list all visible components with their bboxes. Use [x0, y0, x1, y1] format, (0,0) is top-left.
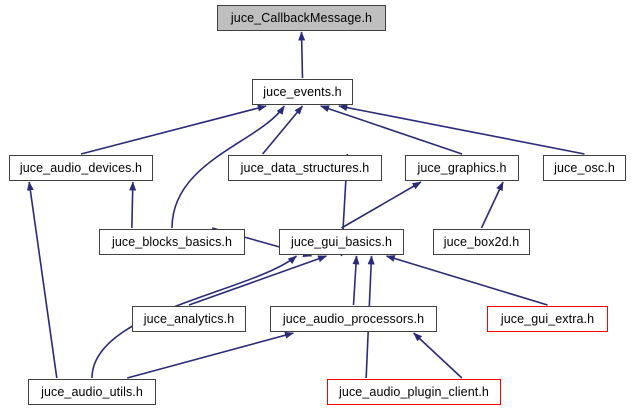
node-graphics[interactable]: juce_graphics.h	[405, 155, 519, 181]
edge-audio_utils-to-audio_devices	[26, 181, 58, 379]
node-plugin_client[interactable]: juce_audio_plugin_client.h	[327, 379, 501, 405]
node-label: juce_CallbackMessage.h	[230, 10, 373, 25]
edge-gui_basics-to-graphics	[341, 181, 422, 229]
node-audio_devices[interactable]: juce_audio_devices.h	[9, 155, 153, 181]
node-audio_utils[interactable]: juce_audio_utils.h	[28, 379, 156, 405]
edge-analytics-to-gui_basics	[188, 255, 328, 306]
node-gui_basics[interactable]: juce_gui_basics.h	[279, 229, 404, 255]
edge-audio_processors-to-gui_basics	[352, 255, 360, 306]
edge-data_structures-to-events	[262, 105, 304, 155]
node-label: juce_box2d.h	[443, 234, 520, 249]
node-label: juce_audio_plugin_client.h	[339, 384, 489, 399]
edge-osc-to-events	[338, 104, 585, 155]
edge-blocks_basics-to-events	[171, 105, 285, 229]
edge-blocks_basics-to-audio_devices	[129, 181, 137, 229]
edge-gui_extra-to-gui_basics	[385, 255, 548, 306]
edge-box2d-to-graphics	[480, 181, 504, 229]
node-events[interactable]: juce_events.h	[252, 79, 353, 105]
node-label: juce_gui_extra.h	[500, 311, 595, 326]
node-label: juce_analytics.h	[143, 311, 235, 326]
node-label: juce_data_structures.h	[240, 160, 370, 175]
node-gui_extra[interactable]: juce_gui_extra.h	[487, 306, 608, 332]
edge-audio_utils-to-audio_processors	[126, 331, 294, 379]
edge-audio_devices-to-events	[80, 104, 267, 155]
edge-events-to-callbackmessage	[298, 31, 306, 79]
node-label: juce_blocks_basics.h	[111, 234, 233, 249]
node-label: juce_audio_utils.h	[41, 384, 143, 399]
node-label: juce_osc.h	[554, 160, 615, 175]
node-label: juce_audio_devices.h	[19, 160, 143, 175]
node-label: juce_events.h	[263, 84, 342, 99]
node-data_structures[interactable]: juce_data_structures.h	[228, 155, 382, 181]
node-osc[interactable]: juce_osc.h	[543, 155, 626, 181]
node-label: juce_audio_processors.h	[282, 311, 425, 326]
edge-graphics-to-events	[320, 105, 463, 155]
node-box2d[interactable]: juce_box2d.h	[433, 229, 530, 255]
node-callbackmessage[interactable]: juce_CallbackMessage.h	[217, 5, 386, 31]
node-analytics[interactable]: juce_analytics.h	[132, 306, 246, 332]
node-label: juce_gui_basics.h	[290, 234, 393, 249]
edge-plugin_client-to-audio_processors	[413, 332, 463, 379]
edge-audio_utils-to-gui_basics	[91, 255, 298, 379]
node-audio_processors[interactable]: juce_audio_processors.h	[270, 306, 437, 332]
node-label: juce_graphics.h	[417, 160, 507, 175]
node-blocks_basics[interactable]: juce_blocks_basics.h	[99, 229, 245, 255]
